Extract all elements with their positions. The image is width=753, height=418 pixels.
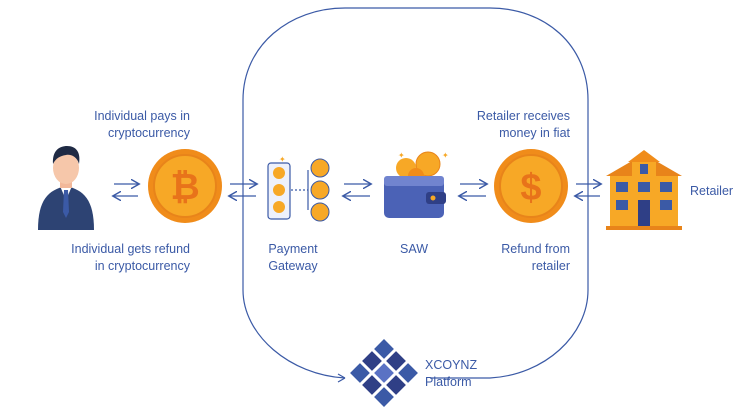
bitcoin-coin-icon: ₿: [148, 149, 222, 223]
label-retailer: Retailer: [690, 184, 734, 198]
label-platform: XCOYNZ Platform: [425, 357, 477, 391]
arrows-dollar-retailer: [576, 184, 600, 196]
label-refund-line1: Individual gets refund: [71, 242, 190, 256]
label-gateway-line1: Payment: [268, 242, 318, 256]
payment-gateway-icon: ✦: [267, 155, 330, 222]
label-pays-line2: cryptocurrency: [108, 126, 190, 140]
label-payment-gateway: Payment Gateway: [253, 241, 333, 275]
person-icon: [38, 146, 94, 230]
platform-loop: [242, 7, 589, 383]
label-refund-line2: in cryptocurrency: [94, 259, 190, 273]
dollar-coin-icon: $: [494, 149, 568, 223]
label-gateway-line2: Gateway: [268, 259, 318, 273]
label-receives-line2: money in fiat: [499, 126, 570, 140]
arrows-wallet-dollar: [460, 184, 486, 196]
svg-text:✦: ✦: [442, 151, 449, 160]
label-platform-line1: XCOYNZ: [425, 358, 478, 372]
svg-text:✦: ✦: [279, 155, 286, 164]
label-receives-line1: Retailer receives: [476, 109, 570, 123]
xcoynz-logo: [350, 339, 418, 407]
wallet-icon: ✦ ✦: [384, 151, 449, 218]
label-refund: Individual gets refund in cryptocurrency: [40, 241, 190, 275]
label-platform-line2: Platform: [425, 375, 472, 389]
svg-text:✦: ✦: [398, 151, 405, 160]
label-pays-line1: Individual pays in: [94, 109, 190, 123]
arrows-bitcoin-gateway: [230, 184, 256, 196]
label-receives: Retailer receives money in fiat: [460, 108, 570, 142]
label-refund-from: Refund from retailer: [480, 241, 570, 275]
arrows-gateway-wallet: [344, 184, 370, 196]
label-saw: SAW: [399, 242, 428, 256]
svg-text:₿: ₿: [170, 166, 199, 207]
arrows-person-bitcoin: [114, 184, 138, 196]
label-refund-from-line2: retailer: [531, 259, 570, 273]
label-refund-from-line1: Refund from: [501, 242, 570, 256]
retailer-building-icon: [606, 150, 682, 230]
svg-text:$: $: [520, 167, 541, 209]
label-pays: Individual pays in cryptocurrency: [60, 108, 190, 142]
